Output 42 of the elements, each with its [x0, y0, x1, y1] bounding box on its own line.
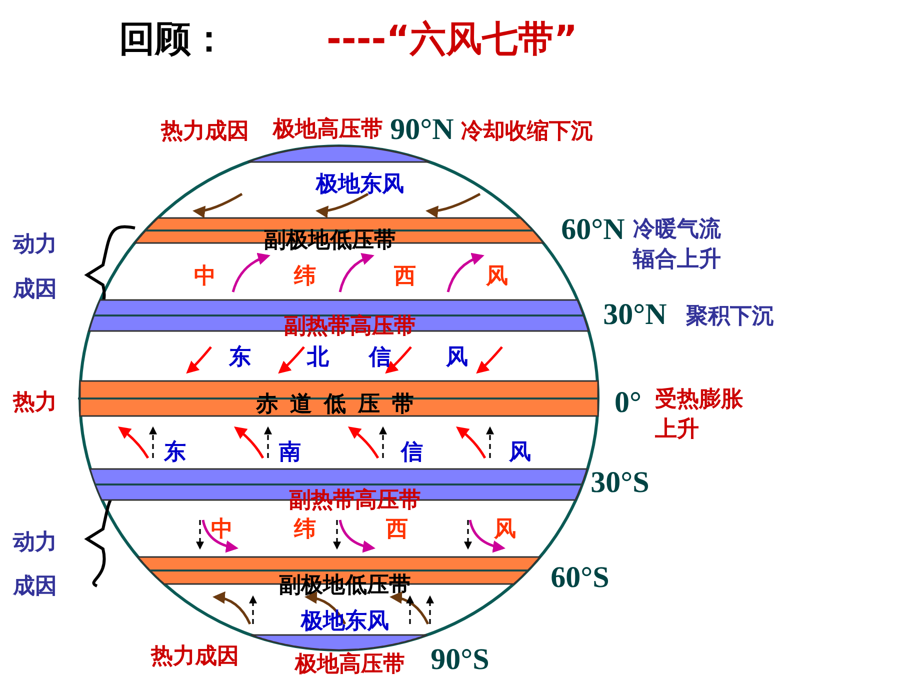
- latitude-label: 60°S: [550, 562, 610, 594]
- wind-name: 中: [211, 517, 233, 543]
- wind-name: 风: [486, 264, 508, 290]
- wind-name: 信: [401, 440, 423, 466]
- title: 回顾：: [119, 18, 227, 62]
- wind-name: 信: [369, 345, 391, 371]
- process-label: 受热膨胀上升: [655, 386, 744, 444]
- belt-name: 赤道低压带: [255, 392, 426, 418]
- wind-name: 纬: [294, 264, 316, 290]
- wind-name: 东: [229, 345, 251, 371]
- latitude-label: 90°S: [430, 644, 490, 676]
- pressure-belt: [80, 381, 598, 416]
- cause-label: 成因: [13, 574, 57, 600]
- process-label: 聚积下沉: [686, 304, 774, 330]
- wind-name: 中: [194, 264, 216, 290]
- latitude-label: 90°N: [390, 114, 454, 146]
- belt-name: 极地高压带: [272, 117, 383, 143]
- wind-name: 南: [279, 440, 301, 466]
- cause-label: 热力: [13, 390, 57, 416]
- latitude-label: 30°N: [603, 299, 667, 331]
- wind-name: 风: [494, 517, 516, 543]
- cause-label: 动力: [13, 232, 57, 258]
- wind-name: 西: [386, 517, 408, 543]
- cause-label: 热力成因: [151, 644, 239, 670]
- process-label: 冷暖气流辐合上升: [633, 216, 722, 274]
- cause-label: 热力成因: [161, 119, 249, 145]
- cause-label: 成因: [13, 277, 57, 303]
- latitude-label: 0°: [614, 387, 642, 419]
- wind-name: 纬: [294, 517, 316, 543]
- wind-name: 西: [394, 264, 416, 290]
- latitude-label: 30°S: [590, 467, 650, 499]
- latitude-label: 60°N: [561, 214, 625, 246]
- cause-label: 动力: [13, 530, 57, 556]
- wind-name: 风: [509, 440, 531, 466]
- title: ----“六风七带”: [326, 18, 578, 62]
- wind-name: 风: [446, 345, 468, 371]
- wind-name: 极地东风: [301, 609, 389, 635]
- wind-name: 北: [307, 345, 329, 371]
- belt-name: 极地高压带: [294, 652, 405, 678]
- wind-name: 东: [164, 440, 186, 466]
- process-label: 冷却收缩下沉: [461, 119, 593, 145]
- wind-name: 极地东风: [316, 172, 404, 198]
